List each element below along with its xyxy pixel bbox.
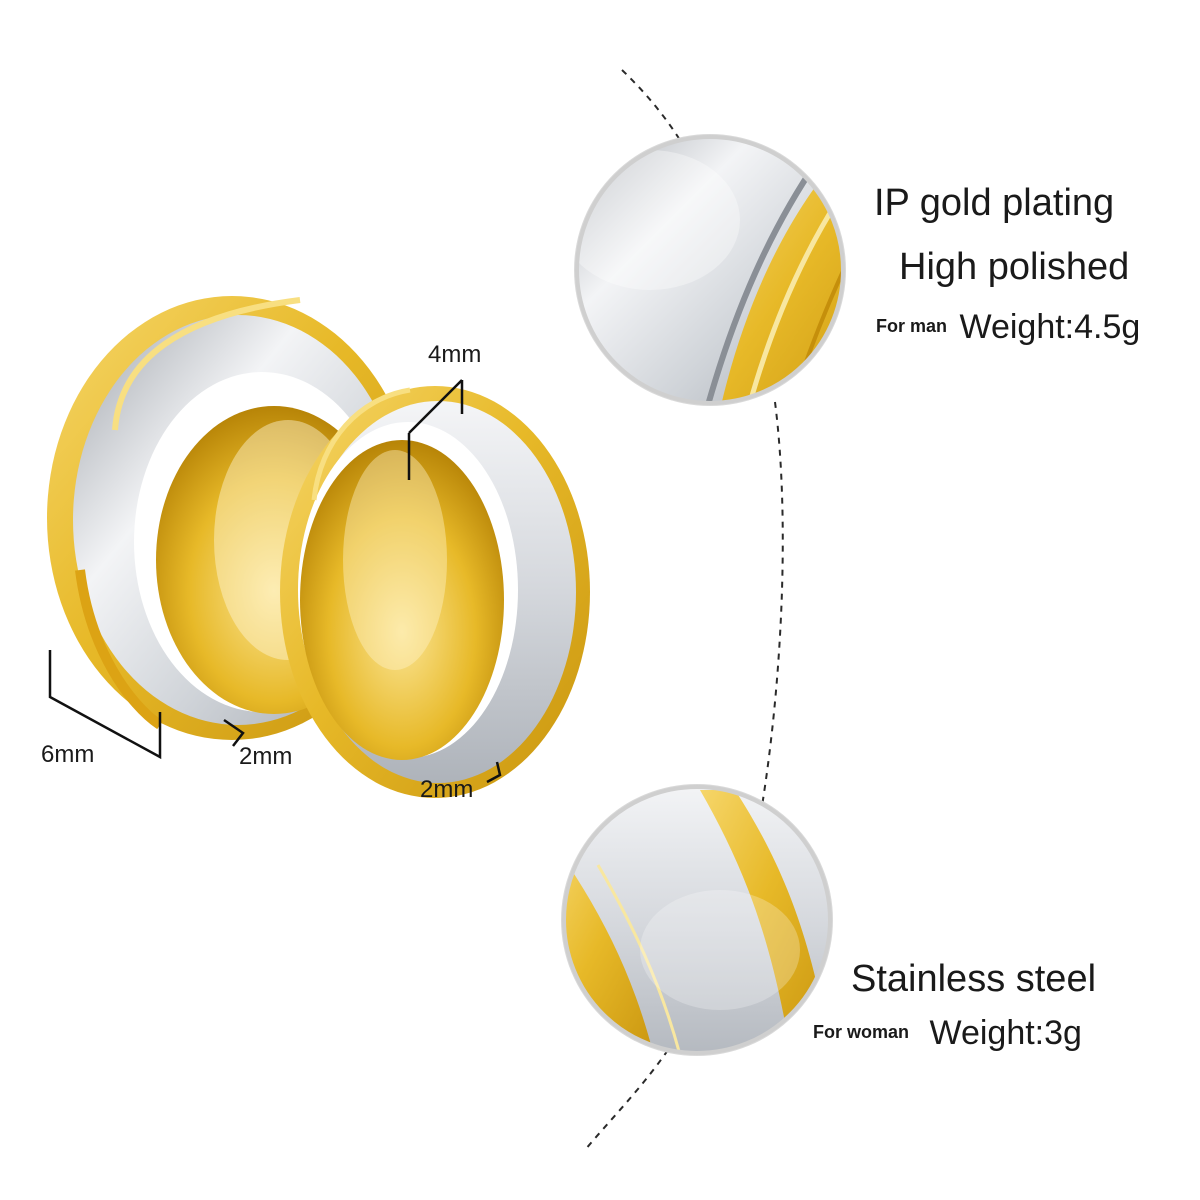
callout-woman-weight-row: For woman Weight:3g [813, 1016, 1082, 1050]
detail-circle-man [574, 134, 846, 406]
dashed-connector-middle [761, 401, 784, 807]
callout-man-high-polished: High polished [899, 246, 1130, 288]
bracket-4mm [407, 379, 464, 480]
dimension-label-4mm: 4mm [428, 341, 482, 368]
callout-woman-weight: Weight:3g [929, 1014, 1082, 1052]
callout-man-weight-row: For man Weight:4.5g [876, 310, 1140, 344]
womens-ring [280, 386, 590, 798]
callout-man-ip-gold-plating: IP gold plating [874, 182, 1115, 224]
callout-woman-prefix: For woman [813, 1022, 910, 1042]
callout-woman-stainless-steel: Stainless steel [851, 958, 1097, 1000]
callout-man-prefix: For man [876, 316, 948, 336]
detail-circle-woman [561, 784, 833, 1056]
dimension-label-2mm-man: 2mm [239, 743, 293, 770]
dashed-connector-top [621, 69, 686, 149]
callout-man-weight: Weight:4.5g [959, 308, 1141, 346]
bracket-2mm-man [223, 718, 245, 747]
dimension-label-2mm-woman: 2mm [420, 776, 474, 803]
bracket-2mm-woman [486, 761, 502, 784]
dashed-connector-bottom [584, 1049, 669, 1151]
dimension-marks [48, 379, 502, 784]
bracket-6mm [48, 650, 162, 760]
dimension-label-6mm: 6mm [41, 741, 95, 768]
